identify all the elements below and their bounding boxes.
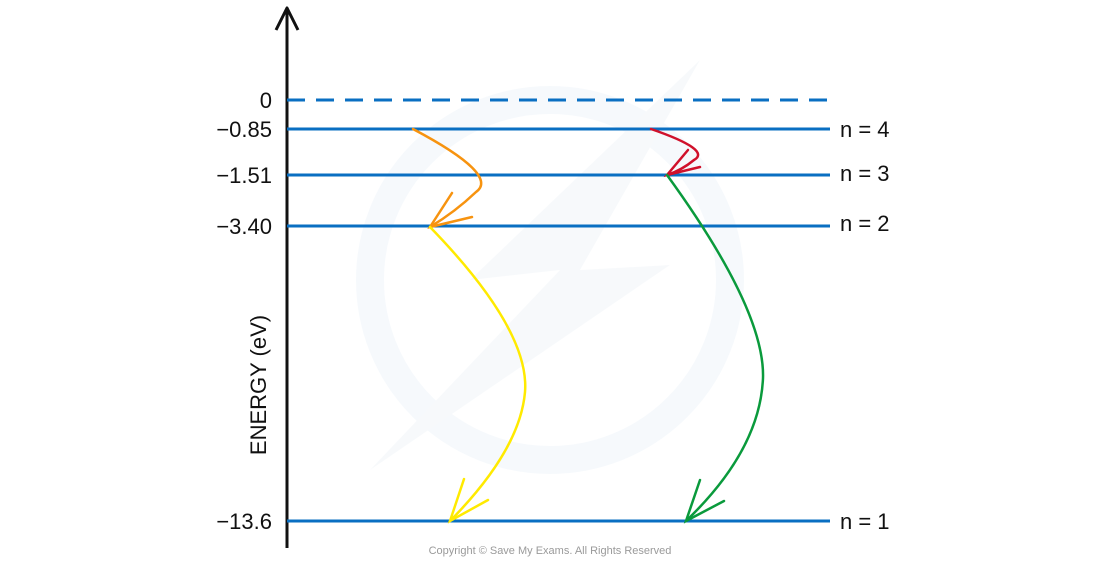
- energy-axis: [274, 6, 300, 548]
- level-value: −3.40: [216, 214, 272, 239]
- level-value: 0: [260, 88, 272, 113]
- axis-label: ENERGY (eV): [246, 315, 271, 455]
- level-name: n = 4: [840, 117, 890, 142]
- level-0: 0: [260, 88, 832, 113]
- level-n3: −1.51 n = 3: [216, 161, 889, 188]
- level-n2: −3.40 n = 2: [216, 211, 889, 239]
- level-value: −0.85: [216, 117, 272, 142]
- level-name: n = 2: [840, 211, 890, 236]
- copyright-text: Copyright © Save My Exams. All Rights Re…: [429, 545, 672, 557]
- level-name: n = 3: [840, 161, 890, 186]
- transition-arrow-2-to-1: [428, 225, 527, 524]
- level-n1: −13.6 n = 1: [216, 509, 889, 534]
- level-value: −1.51: [216, 163, 272, 188]
- level-value: −13.6: [216, 509, 272, 534]
- axis-arrow-icon: [274, 6, 300, 31]
- level-name: n = 1: [840, 509, 890, 534]
- watermark-logo: [356, 60, 744, 474]
- transition-arrow-3-to-1: [665, 173, 765, 524]
- level-n4: −0.85 n = 4: [216, 117, 889, 142]
